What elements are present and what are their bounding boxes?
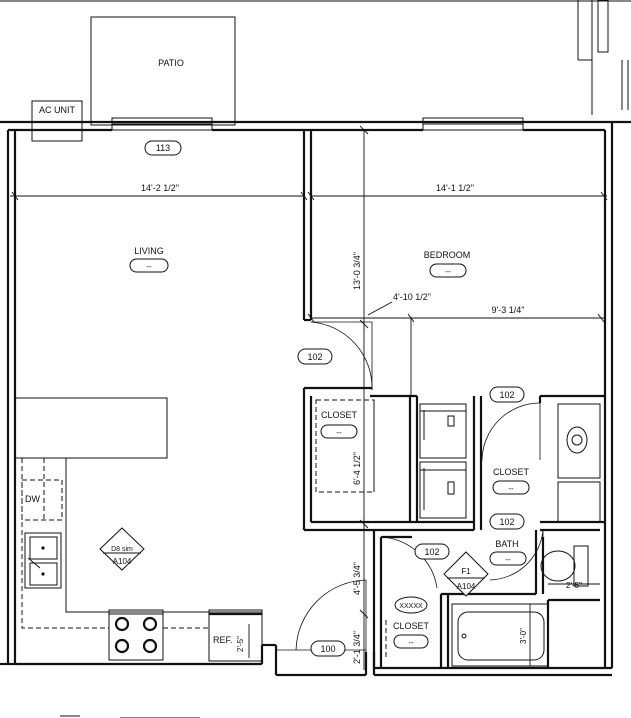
closet-left: CLOSET -- (315, 399, 375, 493)
toilet: 2'-5" (540, 545, 600, 590)
vanity-width-dim: 2'-5" (566, 581, 582, 590)
detail-marker-f1: F1 A104 (443, 551, 489, 597)
tag-xxxxx: XXXXX (394, 596, 428, 614)
living-width-dim: 14'-2 1/2" (141, 183, 179, 193)
refrigerator-label: REF. (213, 635, 233, 645)
patio-label: PATIO (158, 58, 184, 68)
bedroom-width-dim: 14'-1 1/2" (436, 183, 474, 193)
closet-left-tag: -- (336, 428, 342, 437)
dishwasher-label: DW (25, 494, 40, 504)
svg-text:A104: A104 (457, 582, 476, 591)
closet-right-door (481, 402, 541, 461)
bedroom-tag: -- (445, 267, 451, 276)
bathtub: 3'-0" (451, 603, 549, 667)
door-tag-102-hall: 102 (414, 543, 450, 560)
living-label: LIVING (134, 246, 164, 256)
closet-right-label: CLOSET (493, 467, 530, 477)
svg-text:102: 102 (307, 352, 322, 362)
closet-bottom-label: CLOSET (393, 621, 430, 631)
svg-text:D8 sim: D8 sim (111, 546, 133, 553)
door-tag-102-bedroom: 102 (297, 348, 333, 365)
patio: PATIO (90, 16, 236, 126)
closet-offset-dim: 4'-10 1/2" (393, 292, 431, 302)
svg-text:102: 102 (499, 390, 514, 400)
door-tag-100: 100 (310, 640, 346, 657)
vanity-sink (557, 403, 601, 479)
bedroom-door (310, 321, 373, 391)
closet-bottom-tag: -- (408, 638, 414, 647)
svg-text:XXXXX: XXXXX (399, 603, 423, 610)
door-tag-102-closet: 102 (489, 386, 525, 403)
dishwasher (21, 479, 63, 521)
svg-text:F1: F1 (461, 567, 471, 576)
closet-right-tag: -- (508, 484, 514, 493)
closet-depth-dim: 6'-4 1/2" (352, 452, 362, 485)
refrigerator: REF. 2'-5" (208, 609, 263, 662)
kitchen-sink (24, 532, 62, 589)
ac-unit-label: AC UNIT (39, 105, 76, 115)
living-room: LIVING -- (129, 246, 169, 273)
bath-label: BATH (495, 539, 518, 549)
bath-door (489, 529, 544, 590)
bedroom-label: BEDROOM (424, 250, 471, 260)
door-tag-102-bath: 102 (489, 513, 525, 530)
bath: BATH -- (489, 539, 527, 566)
tub-dim: 3'-0" (519, 628, 528, 644)
range-stove (108, 609, 164, 661)
dryer (419, 461, 467, 519)
svg-text:A104: A104 (113, 557, 132, 566)
living-tag: -- (146, 262, 152, 271)
window-bedroom (422, 117, 524, 131)
closet-right: CLOSET -- (492, 467, 601, 523)
closet-small-dim: 2'-1 3/4" (352, 631, 362, 664)
svg-text:100: 100 (320, 644, 335, 654)
svg-text:102: 102 (424, 547, 439, 557)
washer (419, 403, 467, 459)
bedroom-depth-dim: 13'-0 3/4" (352, 252, 362, 290)
interior-walls (302, 130, 605, 675)
svg-text:113: 113 (156, 143, 170, 153)
window-tag-113: 113 (144, 140, 182, 156)
bottom-marks (60, 715, 200, 718)
refrigerator-width: 2'-5" (236, 636, 245, 652)
kitchen: DW (14, 397, 262, 664)
closet-left-label: CLOSET (321, 410, 358, 420)
closet-bottom: CLOSET -- (385, 620, 430, 660)
bedroom-lower-dim: 9'-3 1/4" (492, 305, 525, 315)
building-edge (0, 0, 631, 115)
hall-depth-dim: 4'-5 3/4" (352, 562, 362, 595)
svg-text:102: 102 (499, 517, 514, 527)
window-living (111, 117, 213, 131)
bath-tag: -- (505, 555, 511, 564)
exterior-walls (0, 120, 631, 677)
detail-marker-d8: D8 sim A104 (99, 527, 145, 571)
bedroom: BEDROOM -- (424, 250, 471, 278)
